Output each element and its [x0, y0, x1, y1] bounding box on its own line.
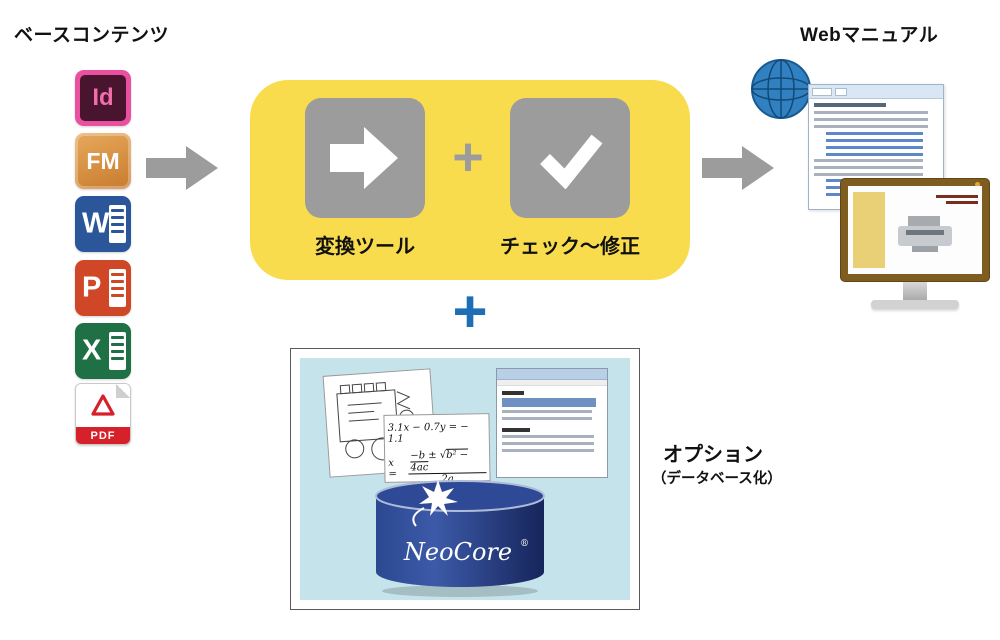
formula-line-1: 3.1x − 0.7y = − 1.1: [387, 421, 469, 445]
neocore-wordmark: NeoCore: [403, 538, 512, 566]
flow-arrow-right: [702, 146, 774, 190]
check-fix-label: チェック～修正: [500, 236, 640, 258]
doc-line: [111, 273, 124, 276]
option-title: オプション: [663, 444, 763, 466]
doc-window-content: [497, 386, 607, 461]
doc-line: [111, 357, 124, 360]
neocore-star-logo: [419, 480, 458, 516]
globe-icon: [751, 59, 811, 119]
check-square: [510, 98, 630, 218]
conversion-tool-square: [305, 98, 425, 218]
num-prefix: −b ±: [410, 449, 440, 462]
arrow-icon: [330, 127, 398, 189]
manual-title-line: [946, 201, 978, 204]
doc-line: [111, 223, 124, 226]
link-lines: [826, 132, 924, 156]
printer-illustration: [898, 216, 952, 252]
pdf-label: PDF: [76, 427, 130, 444]
document-screenshot-card: [496, 368, 608, 478]
doc-heading-line: [502, 428, 530, 432]
pdf-icon: PDF: [75, 383, 131, 445]
star-swoosh: [412, 507, 425, 527]
browser-button: [835, 87, 847, 96]
numerator: −b ± √b² − 4ac: [408, 449, 487, 475]
manual-sidebar-block: [853, 192, 885, 268]
text-lines: [814, 159, 924, 176]
web-manual-title: Webマニュアル: [800, 25, 939, 46]
doc-line: [111, 287, 124, 290]
check-icon: [540, 134, 603, 189]
power-led: [975, 182, 980, 187]
powerpoint-doc-page: [109, 269, 126, 307]
option-panel: 3.1x − 0.7y = − 1.1 x = −b ± √b² − 4ac 2…: [290, 348, 640, 610]
page-fold: [116, 384, 130, 398]
indesign-inner: Id: [80, 75, 126, 121]
excel-letter: X: [82, 334, 102, 367]
browser-titlebar: [809, 85, 943, 99]
option-panel-inner: 3.1x − 0.7y = − 1.1 x = −b ± √b² − 4ac 2…: [300, 358, 630, 600]
text-lines: [814, 111, 929, 129]
option-plus-icon: +: [452, 278, 488, 345]
doc-line: [111, 230, 124, 233]
doc-line: [111, 336, 124, 339]
doc-line: [111, 209, 124, 212]
plus-icon: +: [452, 127, 484, 187]
text-lines: [502, 435, 594, 456]
doc-line: [111, 350, 124, 353]
indesign-label: Id: [92, 84, 114, 111]
framemaker-icon: FM: [75, 133, 131, 189]
neocore-database-cylinder: NeoCore ®: [375, 480, 545, 597]
doc-header-band: [502, 398, 596, 407]
powerpoint-icon: P: [75, 260, 131, 316]
framemaker-label: FM: [86, 147, 120, 174]
doc-heading-line: [502, 391, 524, 395]
base-content-title: ベースコンテンツ: [14, 25, 170, 46]
excel-doc-page: [109, 332, 126, 370]
option-subtitle: （データベース化）: [652, 471, 782, 487]
doc-window-titlebar: [497, 369, 607, 380]
acrobat-logo: [91, 394, 115, 416]
manual-title-line: [936, 195, 978, 198]
word-doc-page: [109, 205, 126, 243]
registered-mark: ®: [520, 539, 529, 549]
doc-line: [111, 280, 124, 283]
monitor-base: [871, 300, 959, 309]
monitor-neck: [903, 282, 927, 300]
powerpoint-letter: P: [82, 271, 102, 304]
word-letter: W: [82, 207, 110, 240]
globe-grid: [751, 59, 811, 119]
excel-icon: X: [75, 323, 131, 379]
doc-line: [111, 294, 124, 297]
text-lines: [502, 410, 592, 424]
doc-line: [111, 216, 124, 219]
process-box: + 変換ツール チェック～修正: [250, 80, 690, 280]
cylinder-shadow: [382, 585, 538, 597]
doc-line: [111, 343, 124, 346]
monitor-screen: [848, 186, 982, 274]
address-bar: [812, 87, 832, 96]
doc-window-menubar: [497, 380, 607, 386]
flow-arrow-left: [146, 146, 218, 190]
monitor-bezel: [840, 178, 990, 282]
page-heading-line: [814, 103, 886, 107]
indesign-icon: Id: [75, 70, 131, 126]
cylinder-top: [375, 480, 545, 512]
monitor: [840, 178, 990, 309]
word-icon: W: [75, 196, 131, 252]
conversion-tool-label: 変換ツール: [315, 236, 415, 258]
formula-card: 3.1x − 0.7y = − 1.1 x = −b ± √b² − 4ac 2…: [383, 413, 491, 485]
